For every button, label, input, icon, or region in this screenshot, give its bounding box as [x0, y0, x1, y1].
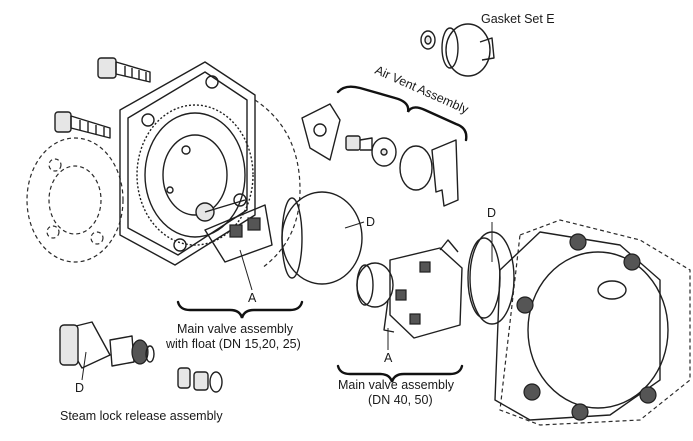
bolt-lower — [54, 111, 111, 139]
main-valve-dn40-brace — [336, 364, 464, 383]
leader-a-left — [239, 249, 253, 291]
main-valve-float-label-2: with float (DN 15,20, 25) — [165, 337, 301, 351]
d-float-label: D — [366, 215, 375, 229]
d-right-label: D — [487, 206, 496, 220]
right-body-cover — [494, 219, 691, 426]
a-left-label: A — [248, 291, 257, 305]
gasket-ring-right — [467, 231, 515, 325]
steam-lock-label: Steam lock release assembly — [60, 409, 223, 423]
air-vent-brace — [336, 85, 468, 142]
steam-lock-release-parts — [59, 321, 223, 393]
gasket-set-e — [420, 23, 495, 77]
a-right-label: A — [384, 351, 393, 365]
gasket-set-label: Gasket Set E — [481, 12, 555, 26]
main-valve-dn40-label-1: Main valve assembly — [338, 378, 455, 392]
air-vent-parts — [301, 103, 459, 207]
main-valve-dn40-body — [356, 239, 463, 339]
left-body-flange — [26, 61, 301, 269]
main-valve-float-bracket — [195, 199, 273, 263]
main-valve-dn40-label-2: (DN 40, 50) — [368, 393, 433, 407]
main-valve-float-brace — [176, 300, 304, 319]
leader-d-float — [344, 221, 365, 229]
leader-d-steam — [81, 351, 87, 381]
d-steam-label: D — [75, 381, 84, 395]
float-ball — [281, 191, 363, 285]
main-valve-float-label-1: Main valve assembly — [177, 322, 294, 336]
bolt-upper — [97, 57, 151, 83]
